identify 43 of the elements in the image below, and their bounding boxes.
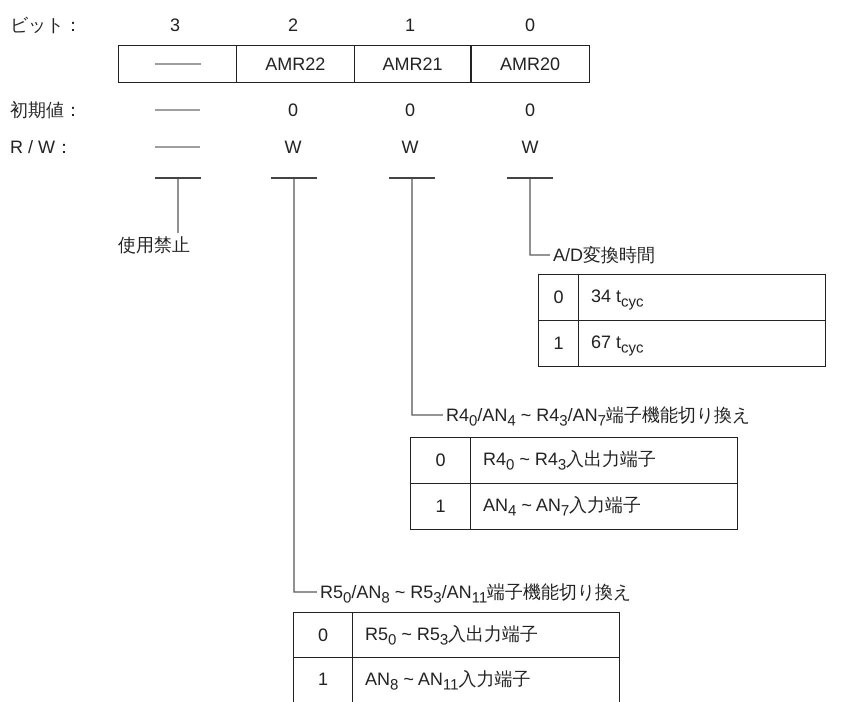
leader-line	[411, 179, 443, 416]
table-cell: 1	[411, 484, 471, 528]
table-cell: 0	[411, 438, 471, 483]
table-row	[538, 320, 826, 366]
table-cell: 0	[294, 613, 353, 657]
bit-value: 0	[404, 99, 415, 121]
table-cell-text: AN$_{4}$ ~ AN$_{7}$入力端子	[482, 494, 642, 522]
table-cell: 1	[539, 320, 579, 366]
table-cell-text: 67 t$_{cyc}$	[590, 330, 644, 358]
table-cell: 0	[539, 275, 579, 320]
row-label: 初期値：	[10, 99, 82, 121]
leader-line	[529, 179, 550, 256]
table-row	[293, 612, 620, 658]
bit-value: 1	[404, 14, 415, 36]
table-row	[410, 482, 738, 530]
bit-value: 0	[288, 99, 298, 121]
table-cell-text: R4$_{0}$ ~ R4$_{3}$入出力端子	[482, 448, 656, 476]
table-row	[538, 274, 826, 321]
table-row	[410, 437, 738, 484]
bit-field-cell	[118, 45, 237, 83]
table-cell-text: 34 t$_{cyc}$	[590, 285, 644, 313]
table-cell-text: AN$_{8}$ ~ AN$_{11}$入力端子	[364, 668, 530, 696]
caption-text: R5$_{0}$/AN$_{8}$ ~ R5$_{3}$/AN$_{11}$端子機能切り換え	[320, 580, 760, 604]
table-cell-text: R5$_{0}$ ~ R5$_{3}$入出力端子	[364, 623, 538, 651]
bit-value: 0	[524, 14, 535, 36]
caption-text: A/D変換時間	[553, 243, 713, 267]
bit-field-cell: AMR20	[470, 45, 590, 83]
row-label: ビット：	[10, 14, 82, 36]
bit-value: 0	[524, 99, 535, 121]
table-row	[293, 656, 620, 702]
bit-value: W	[402, 136, 418, 158]
caption-text: 使用禁止	[118, 233, 228, 257]
caption-text: R4$_{0}$/AN$_{4}$ ~ R4$_{3}$/AN$_{7}$端子機能切り換え	[446, 403, 851, 427]
bit-field-cell: AMR21	[354, 45, 472, 83]
table-cell: 1	[294, 658, 353, 702]
bit-value: W	[522, 136, 538, 158]
leader-line	[293, 179, 317, 593]
leader-line	[177, 179, 179, 233]
bit-value: W	[284, 136, 302, 158]
row-label: R / W：	[10, 136, 73, 158]
bit-value: 3	[170, 14, 180, 36]
bit-value: 2	[288, 14, 298, 36]
bit-field-cell: AMR22	[236, 45, 355, 83]
